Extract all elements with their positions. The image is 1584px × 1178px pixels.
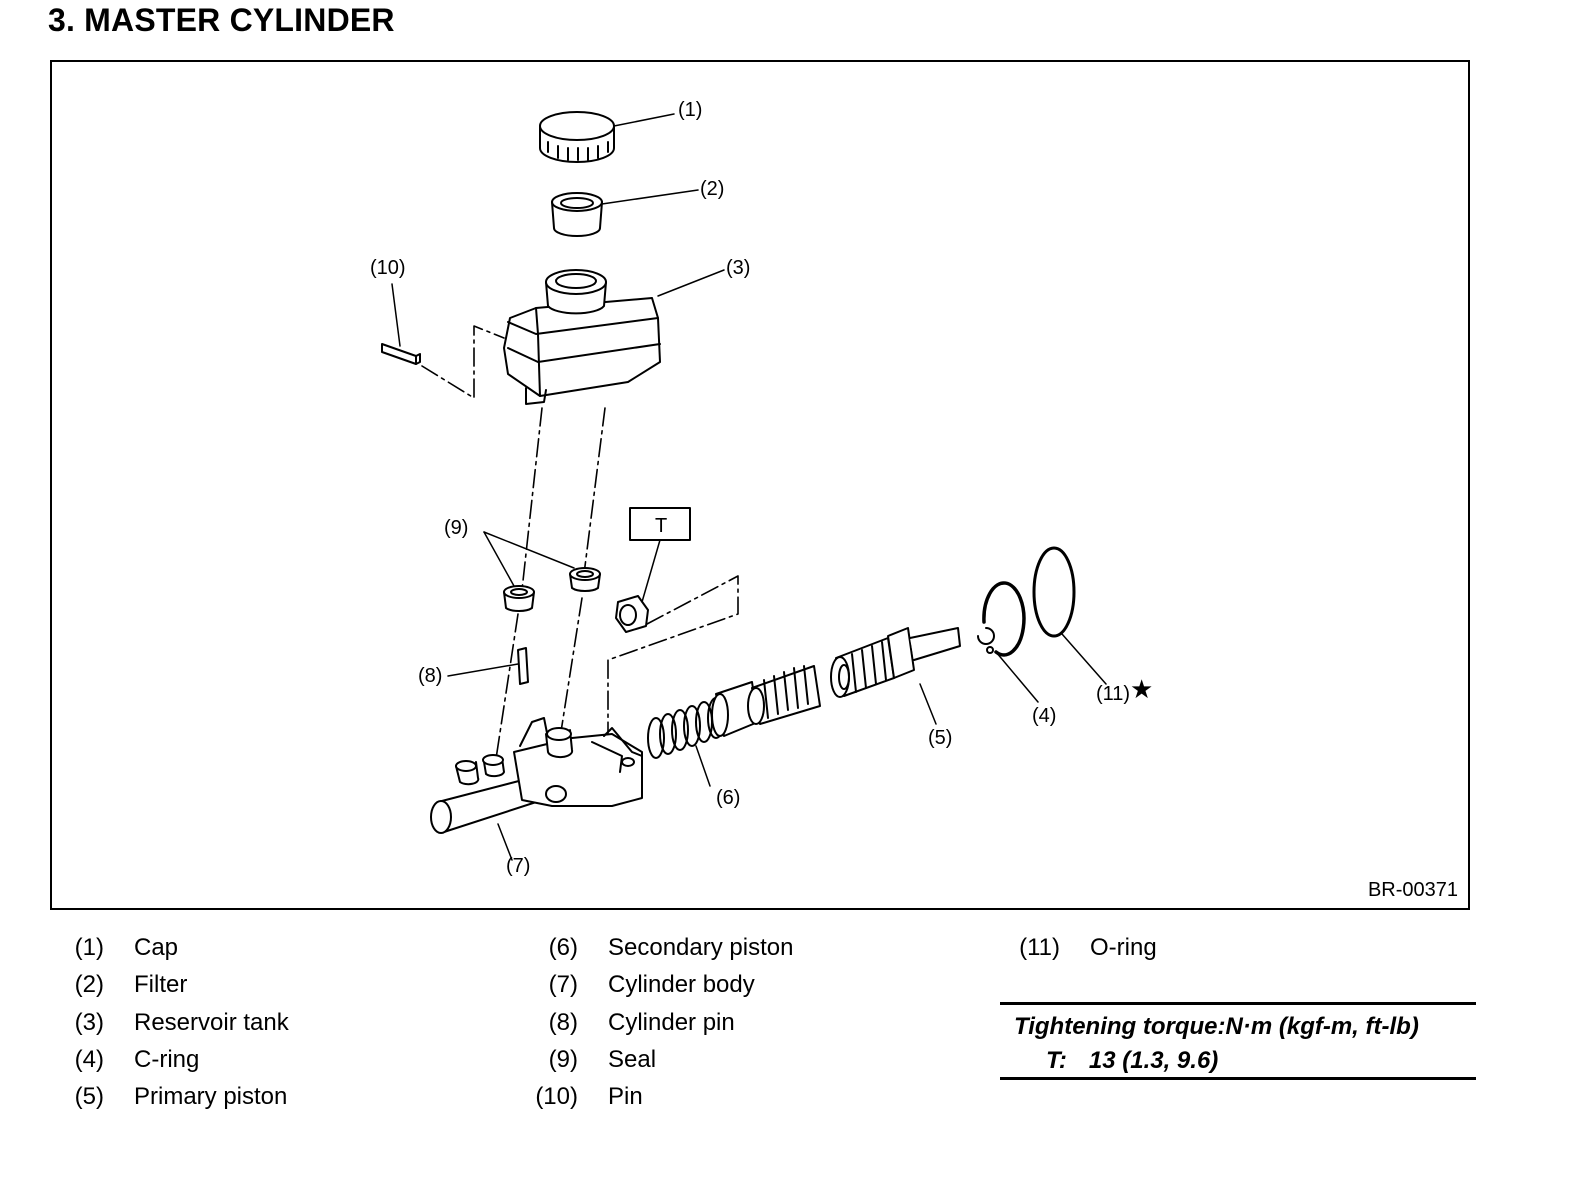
torque-value: 13 (1.3, 9.6) (1088, 1047, 1219, 1074)
callout-7: (7) (506, 855, 530, 877)
diagram-frame: (1) (2) (3) (10) (9) T (8) (6) (7) (5) (… (50, 60, 1470, 910)
nut-part (615, 595, 649, 633)
callout-9: (9) (444, 517, 468, 539)
assembly-lines (421, 325, 739, 773)
callout-t: T (655, 515, 667, 537)
reservoir-tank-part (503, 269, 661, 405)
torque-spec: Tightening torque:N·m (kgf-m, ft-lb) T: 1… (1000, 1002, 1476, 1080)
torque-label: T: (1046, 1047, 1067, 1074)
figure-code: BR-00371 (1367, 879, 1458, 901)
cylinder-pin-part (517, 647, 529, 685)
callout-11: (11) (1096, 683, 1130, 705)
seal-part-left (503, 585, 535, 613)
callout-10: (10) (370, 257, 406, 279)
cap-part (539, 111, 615, 163)
leader-lines (391, 113, 1107, 861)
callout-4: (4) (1032, 705, 1056, 727)
star-icon: ★ (1130, 675, 1153, 705)
callout-3: (3) (726, 257, 750, 279)
c-ring-part (977, 581, 1026, 657)
callout-2: (2) (700, 178, 724, 200)
cylinder-body-part (430, 717, 643, 834)
torque-heading: Tightening torque:N·m (kgf-m, ft-lb) (1014, 1013, 1419, 1040)
torque-t-box (629, 507, 691, 541)
callout-6: (6) (716, 787, 740, 809)
seal-part-right (569, 567, 601, 593)
page-title: 3. MASTER CYLINDER (48, 2, 395, 38)
callout-8: (8) (418, 665, 442, 687)
secondary-piston-part (711, 665, 821, 737)
exploded-view-diagram: (1) (2) (3) (10) (9) T (8) (6) (7) (5) (… (370, 99, 1153, 877)
callout-1: (1) (678, 99, 702, 121)
primary-piston-part (830, 627, 961, 698)
pin-part (381, 343, 421, 365)
torque-value-row: T: 13 (1.3, 9.6) (1046, 1047, 1218, 1075)
filter-part (551, 192, 603, 237)
callout-5: (5) (928, 727, 952, 749)
o-ring-part (1032, 546, 1076, 638)
